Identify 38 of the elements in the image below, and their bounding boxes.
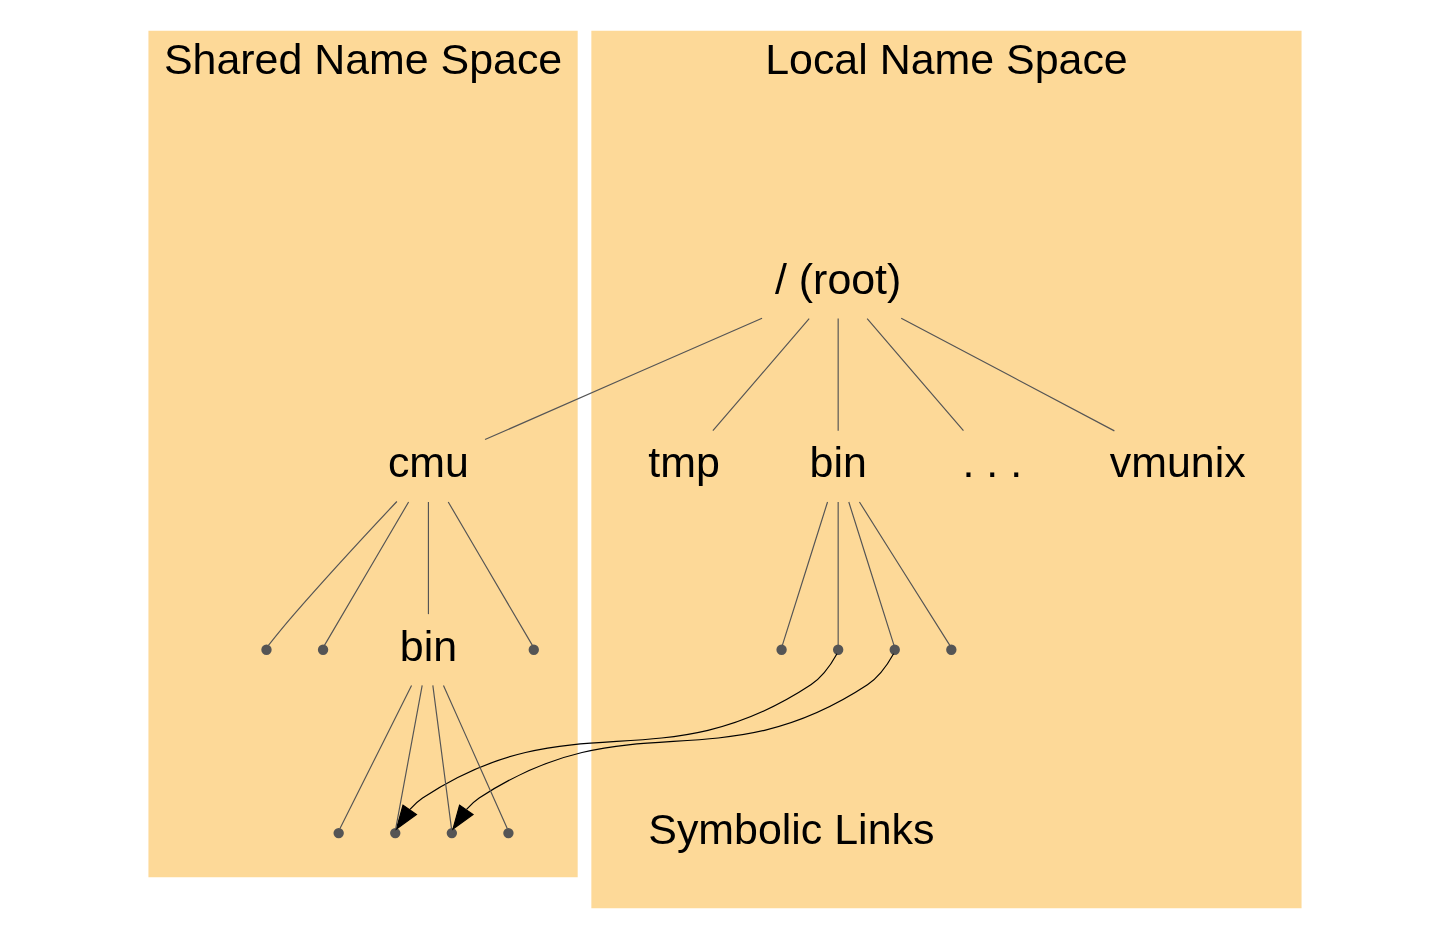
connector — [781, 501, 828, 646]
connector — [442, 684, 508, 830]
node-point — [832, 644, 843, 655]
connector — [338, 684, 412, 830]
arrow — [451, 653, 894, 831]
node-text: bin — [809, 438, 867, 487]
arrow — [394, 653, 838, 831]
node-text: / (root) — [774, 254, 901, 303]
connector — [837, 501, 839, 646]
node-point — [502, 827, 514, 839]
node-point — [889, 644, 900, 655]
node-point — [945, 644, 957, 655]
connector — [323, 501, 409, 646]
node-point — [528, 644, 539, 655]
node-point — [446, 827, 457, 839]
node-text: . . . — [962, 438, 1022, 487]
connector — [711, 318, 810, 432]
connector — [858, 501, 950, 646]
connector — [900, 317, 1115, 432]
connector — [394, 684, 423, 830]
node-point — [775, 644, 787, 655]
connector — [267, 500, 397, 646]
node-point — [317, 644, 328, 655]
node-point — [260, 644, 272, 655]
node-text: tmp — [647, 438, 720, 487]
connector — [431, 684, 452, 830]
connector — [447, 501, 533, 646]
node-text: vmunix — [1109, 438, 1246, 487]
connector — [427, 501, 429, 615]
node-point — [389, 827, 400, 839]
connector — [837, 318, 839, 432]
node-text: bin — [399, 621, 457, 670]
node-text: cmu — [387, 438, 469, 487]
label: Symbolic Links — [647, 805, 934, 854]
connector — [847, 501, 895, 646]
node-point — [333, 827, 344, 839]
connector — [483, 317, 763, 441]
connector — [866, 318, 964, 432]
